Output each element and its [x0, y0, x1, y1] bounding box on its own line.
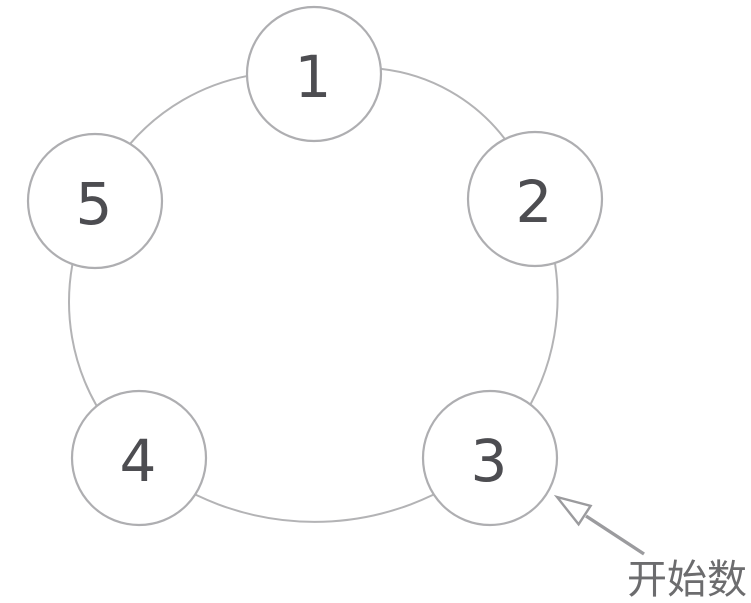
node-1: 1: [245, 5, 383, 143]
node-4-circle: [70, 389, 208, 527]
node-2: 2: [466, 130, 604, 268]
node-2-circle: [466, 130, 604, 268]
start-label: 开始数: [627, 557, 747, 603]
node-3-label: 3: [471, 427, 508, 495]
node-4: 4: [70, 389, 208, 527]
node-1-circle: [245, 5, 383, 143]
start-arrow-shaft: [585, 514, 645, 556]
node-5-circle: [26, 132, 164, 270]
node-3-circle: [421, 389, 559, 527]
node-4-label: 4: [120, 427, 157, 495]
node-5-label: 5: [76, 170, 113, 238]
node-3: 3: [421, 389, 559, 527]
node-5: 5: [26, 132, 164, 270]
node-2-label: 2: [516, 168, 553, 236]
start-arrow-head-icon: [553, 494, 593, 527]
start-arrow: [553, 494, 645, 556]
node-1-label: 1: [295, 43, 332, 111]
